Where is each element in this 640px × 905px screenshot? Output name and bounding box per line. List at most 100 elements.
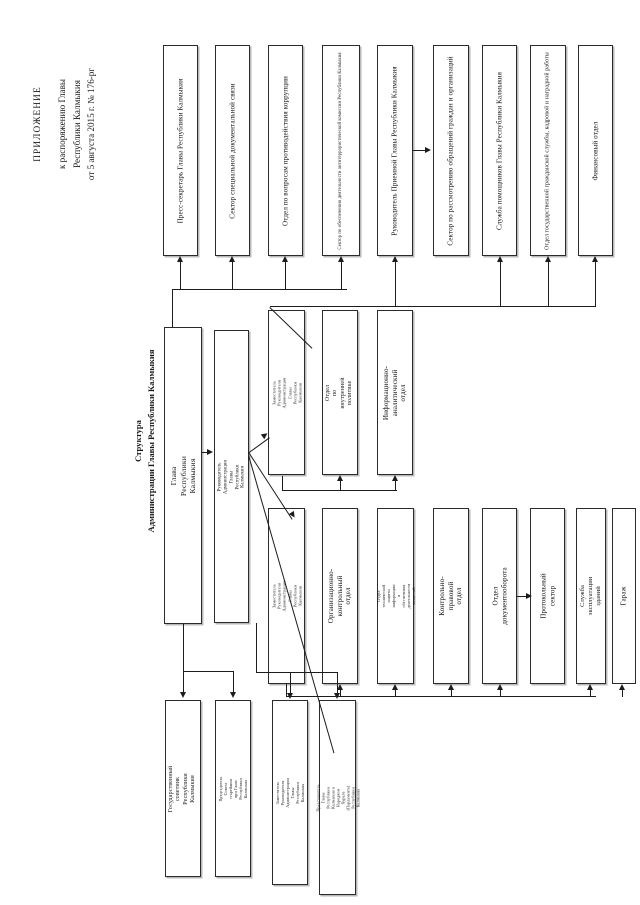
- arrow-deputy-c: [287, 693, 293, 699]
- arrow-representative: [334, 693, 340, 699]
- connector-docmgmt-to-protocol: [517, 596, 527, 597]
- connector-bus-top-a: [172, 289, 347, 290]
- node-organizational-control-department[interactable]: Организационно-контрольный отдел: [322, 508, 358, 684]
- node-label: Служба эксплуатации зданий: [579, 576, 602, 616]
- node-label: Глава Республики Калмыкия: [168, 455, 197, 496]
- arrow-control-legal: [448, 684, 454, 690]
- node-label: Пресс-секретарь Главы Республики Калмыки…: [176, 78, 185, 223]
- node-label: Отдел технической защиты информации и об…: [375, 583, 416, 609]
- connector-riser-info-analytic: [395, 481, 396, 491]
- node-technical-information-protection-department[interactable]: Отдел технической защиты информации и об…: [375, 508, 416, 684]
- connector-bus-top-b: [270, 306, 595, 307]
- node-buildings-maintenance-service[interactable]: Служба эксплуатации зданий: [576, 508, 606, 684]
- header-title: ПРИЛОЖЕНИЕ: [33, 86, 43, 162]
- node-control-legal-department[interactable]: Контрольно-правовой отдел: [433, 508, 469, 684]
- node-label: Сектор по рассмотрению обращений граждан…: [446, 55, 455, 246]
- connector-riser-tech-protection: [395, 690, 396, 697]
- arrow-document-management: [497, 684, 503, 690]
- connector-bus-deputy-a: [282, 490, 397, 491]
- node-chief-of-administration[interactable]: Руководитель Администрации Главы Республ…: [214, 330, 249, 623]
- connector-head-to-bus-a: [172, 289, 173, 328]
- arrow-buildings-service: [587, 684, 593, 690]
- node-reception-head[interactable]: Руководитель Приемной Главы Республики К…: [377, 45, 413, 256]
- connector-head-down: [183, 624, 184, 672]
- connector-chief-to-deputy-a: [249, 437, 270, 453]
- connector-riser-top-3: [285, 262, 286, 290]
- arrow-top-5: [392, 256, 398, 262]
- connector-riser-document-management: [500, 690, 501, 697]
- node-information-analytical-department[interactable]: Информационно- аналитический отдел: [377, 310, 413, 475]
- node-anticorruption-department[interactable]: Отдел по вопросам противодействия корруп…: [268, 45, 303, 256]
- connector-riser-internal-policy: [340, 481, 341, 491]
- arrow-info-analytic: [392, 475, 398, 481]
- node-label: Сектор по обеспечению деятельности антит…: [338, 51, 344, 250]
- arrow-tech-protection: [392, 684, 398, 690]
- header-line-3: от 5 августа 2015 г. № 176-рг: [86, 67, 97, 181]
- connector-riser-garage: [622, 690, 623, 697]
- node-deputy-chief-c[interactable]: Заместитель Руководителя Администрации Г…: [272, 700, 308, 885]
- arrow-top-2: [229, 256, 235, 262]
- node-label: Отдел документооборота: [490, 567, 508, 625]
- node-head-of-republic[interactable]: Глава Республики Калмыкия: [164, 327, 202, 624]
- node-label: Протокольный сектор: [538, 573, 556, 619]
- arrow-internal-policy: [337, 475, 343, 481]
- connector-riser-top-7: [500, 262, 501, 307]
- arrow-top-4: [338, 256, 344, 262]
- node-deputy-chief-b[interactable]: Заместитель Руководителя Администрации Г…: [268, 508, 305, 684]
- connector-riser-top-5: [395, 262, 396, 307]
- node-label: Информационно- аналитический отдел: [382, 365, 408, 420]
- node-label: Руководитель Приемной Главы Республики К…: [390, 65, 399, 236]
- connector-bus-left-advisors: [183, 671, 233, 672]
- node-special-documentary-communication[interactable]: Сектор специальной документальной связи: [215, 45, 250, 256]
- node-financial-department[interactable]: Финансовый отдел: [578, 45, 613, 256]
- arrow-top-8: [545, 256, 551, 262]
- node-label: Отдел государственной гражданской службы…: [544, 51, 551, 250]
- node-garage[interactable]: Гараж: [612, 508, 636, 684]
- arrow-top-3: [282, 256, 288, 262]
- node-label: Государственный советник Республики Калм…: [168, 765, 197, 812]
- node-deputy-chief-a[interactable]: Заместитель Руководителя Администрации Г…: [268, 310, 305, 475]
- arrow-reception-to-appeals: [425, 147, 431, 153]
- node-label: Гараж: [619, 586, 628, 606]
- node-press-secretary[interactable]: Пресс-секретарь Главы Республики Калмыки…: [163, 45, 198, 256]
- connector-bus-deputy-b: [286, 696, 596, 697]
- connector-riser-top-4: [341, 262, 342, 290]
- header-line-2: Республики Калмыкия: [71, 80, 82, 168]
- node-label: Председатель Совета старейшин при Главе …: [218, 776, 248, 801]
- arrow-docmgmt-to-protocol: [526, 593, 532, 599]
- connector-riser-top-8: [548, 262, 549, 307]
- connector-riser-top-2: [232, 262, 233, 290]
- node-label: Отдел по вопросам противодействия корруп…: [281, 75, 290, 226]
- node-protocol-sector[interactable]: Протокольный сектор: [530, 508, 565, 684]
- arrow-org-control: [337, 684, 343, 690]
- arrow-elders-chair: [230, 692, 236, 698]
- node-label: Сектор специальной документальной связи: [228, 82, 237, 219]
- arrow-head-to-chief: [207, 449, 213, 455]
- header-line-1: к распоряжению Главы: [57, 79, 68, 170]
- node-representative-in-parliament[interactable]: Представитель Главы Республики Калмыкия …: [315, 700, 360, 895]
- connector-head-to-chief: [202, 452, 208, 453]
- connector-riser-top-9: [595, 262, 596, 307]
- document-header: ПРИЛОЖЕНИЕ к распоряжению Главы Республи…: [31, 19, 111, 229]
- node-label: Заместитель Руководителя Администрации Г…: [275, 777, 305, 808]
- node-state-advisor[interactable]: Государственный советник Республики Калм…: [165, 700, 201, 877]
- arrow-state-advisor: [180, 692, 186, 698]
- connector-deputy-a-to-bus: [282, 476, 283, 491]
- chart-title-line-2: Администрации Главы Республики Калмыкия: [145, 349, 156, 533]
- node-assistants-service[interactable]: Служба помощников Главы Республики Калмы…: [482, 45, 517, 256]
- node-document-management-department[interactable]: Отдел документооборота: [482, 508, 517, 684]
- node-label: Руководитель Администрации Главы Республ…: [216, 459, 246, 494]
- arrow-garage: [619, 684, 625, 690]
- node-citizen-appeals-sector[interactable]: Сектор по рассмотрению обращений граждан…: [433, 45, 469, 256]
- node-council-of-elders-chairman[interactable]: Председатель Совета старейшин при Главе …: [215, 700, 251, 877]
- node-label: Финансовый отдел: [591, 121, 600, 180]
- node-internal-policy-department[interactable]: Отдел по внутренней политике: [322, 310, 358, 475]
- connector-deputy-b-to-bus: [286, 684, 287, 697]
- arrow-top-7: [497, 256, 503, 262]
- node-antiterror-commission-sector[interactable]: Сектор по обеспечению деятельности антит…: [322, 45, 360, 256]
- connector-drop-deputy-c: [290, 672, 291, 694]
- node-civil-service-hr-awards-department[interactable]: Отдел государственной гражданской службы…: [530, 45, 566, 256]
- connector-bus-bottom-deputies: [256, 672, 338, 673]
- chart-title: Структура Администрации Главы Республики…: [132, 326, 164, 556]
